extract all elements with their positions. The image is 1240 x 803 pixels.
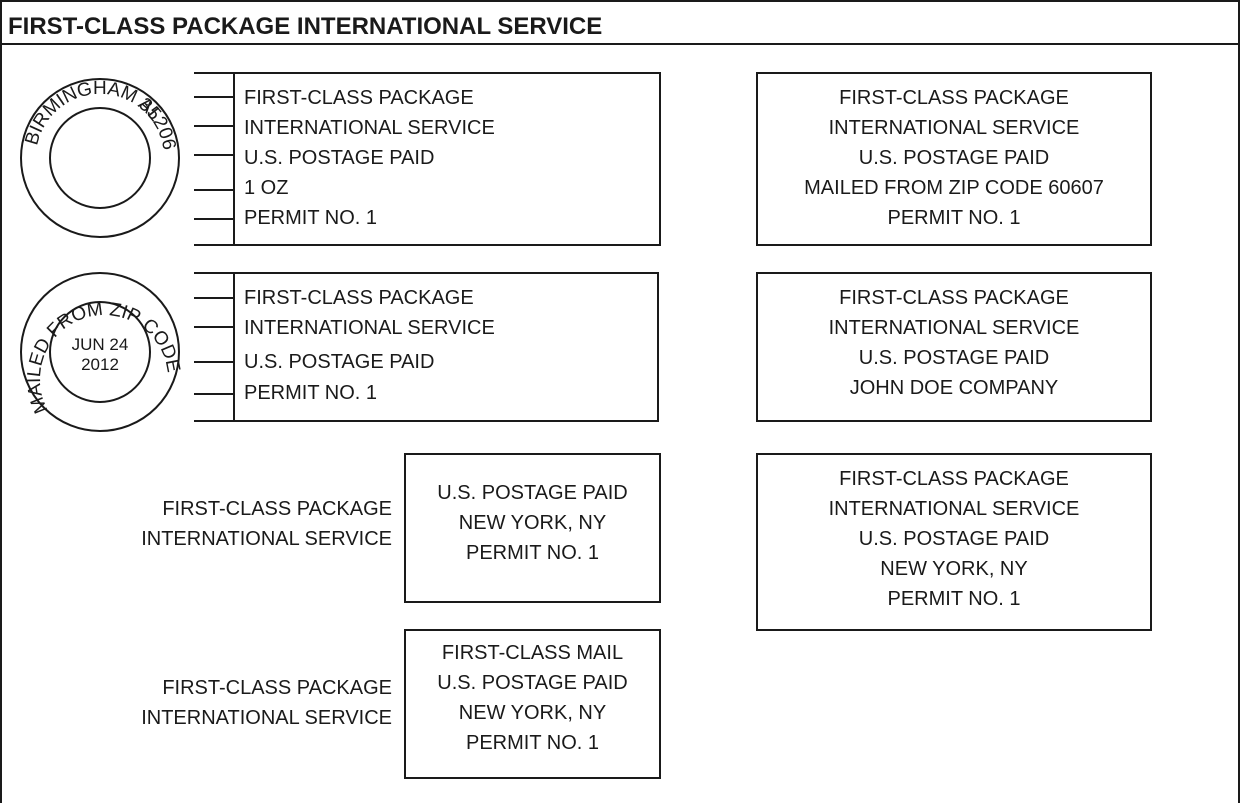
indicia-line: U.S. POSTAGE PAID bbox=[858, 347, 1050, 369]
indicia-line: INTERNATIONAL SERVICE bbox=[828, 117, 1080, 139]
indicia-3-right-edge bbox=[657, 272, 659, 422]
indicia-1-left-edge bbox=[233, 72, 235, 246]
indicia-outside-line: FIRST-CLASS PACKAGE bbox=[162, 498, 392, 520]
postmark-dated: MAILED FROM ZIP CODE 35406 JUN 24 2012 bbox=[18, 270, 182, 432]
indicia-line: INTERNATIONAL SERVICE bbox=[244, 317, 495, 339]
indicia-line: PERMIT NO. 1 bbox=[887, 588, 1021, 610]
leader-line bbox=[194, 125, 234, 127]
leader-line bbox=[194, 218, 234, 220]
indicia-line: PERMIT NO. 1 bbox=[466, 542, 599, 564]
indicia-outside-line: FIRST-CLASS PACKAGE bbox=[162, 677, 392, 699]
leader-line bbox=[194, 393, 234, 395]
postmark-year: 2012 bbox=[81, 355, 119, 374]
leader-line bbox=[194, 189, 234, 191]
indicia-line: FIRST-CLASS PACKAGE bbox=[839, 87, 1069, 109]
indicia-2-box: FIRST-CLASS PACKAGE INTERNATIONAL SERVIC… bbox=[756, 72, 1152, 246]
header-divider bbox=[0, 43, 1240, 45]
indicia-line: U.S. POSTAGE PAID bbox=[858, 147, 1050, 169]
indicia-line: FIRST-CLASS PACKAGE bbox=[244, 87, 474, 109]
indicia-3-bottom-edge bbox=[194, 420, 659, 422]
indicia-line: U.S. POSTAGE PAID bbox=[244, 147, 435, 169]
indicia-line: NEW YORK, NY bbox=[880, 558, 1028, 580]
indicia-5-box: U.S. POSTAGE PAID NEW YORK, NY PERMIT NO… bbox=[404, 453, 661, 603]
indicia-line: PERMIT NO. 1 bbox=[466, 732, 599, 754]
indicia-line: FIRST-CLASS PACKAGE bbox=[839, 287, 1069, 309]
indicia-line: INTERNATIONAL SERVICE bbox=[828, 498, 1080, 520]
indicia-5-outside-text: FIRST-CLASS PACKAGE INTERNATIONAL SERVIC… bbox=[80, 495, 392, 553]
indicia-line: NEW YORK, NY bbox=[458, 512, 607, 534]
indicia-1-right-edge bbox=[659, 72, 661, 246]
indicia-3-top-edge bbox=[194, 272, 659, 274]
indicia-7-outside-text: FIRST-CLASS PACKAGE INTERNATIONAL SERVIC… bbox=[80, 674, 392, 732]
indicia-line: FIRST-CLASS PACKAGE bbox=[839, 468, 1069, 490]
leader-line bbox=[194, 96, 234, 98]
indicia-line: U.S. POSTAGE PAID bbox=[437, 672, 628, 694]
indicia-outside-line: INTERNATIONAL SERVICE bbox=[141, 528, 392, 550]
indicia-line: U.S. POSTAGE PAID bbox=[437, 482, 628, 504]
indicia-1-bottom-edge bbox=[194, 244, 661, 246]
indicia-line: FIRST-CLASS MAIL bbox=[441, 642, 624, 664]
page-title: FIRST-CLASS PACKAGE INTERNATIONAL SERVIC… bbox=[8, 13, 603, 40]
indicia-line: 1 OZ bbox=[244, 177, 289, 199]
leader-line bbox=[194, 361, 234, 363]
indicia-6-box: FIRST-CLASS PACKAGE INTERNATIONAL SERVIC… bbox=[756, 453, 1152, 631]
indicia-line: MAILED FROM ZIP CODE 60607 bbox=[804, 177, 1104, 199]
indicia-line: PERMIT NO. 1 bbox=[887, 207, 1021, 229]
indicia-line: INTERNATIONAL SERVICE bbox=[244, 117, 495, 139]
postmark-birmingham: BIRMINGHAM AL 35206 bbox=[20, 78, 180, 238]
indicia-line: INTERNATIONAL SERVICE bbox=[828, 317, 1080, 339]
indicia-outside-line: INTERNATIONAL SERVICE bbox=[141, 707, 392, 729]
frame-top-border bbox=[0, 0, 1240, 2]
indicia-3-left-edge bbox=[233, 272, 235, 422]
indicia-7-box: FIRST-CLASS MAIL U.S. POSTAGE PAID NEW Y… bbox=[404, 629, 661, 779]
indicia-line: U.S. POSTAGE PAID bbox=[244, 351, 435, 373]
leader-line bbox=[194, 326, 234, 328]
indicia-1-top-edge bbox=[194, 72, 661, 74]
frame-right-border bbox=[1238, 0, 1240, 803]
indicia-line: NEW YORK, NY bbox=[458, 702, 607, 724]
postmark-date: JUN 24 bbox=[72, 335, 129, 354]
leader-line bbox=[194, 297, 234, 299]
indicia-4-box: FIRST-CLASS PACKAGE INTERNATIONAL SERVIC… bbox=[756, 272, 1152, 422]
indicia-line: PERMIT NO. 1 bbox=[244, 207, 377, 229]
leader-line bbox=[194, 154, 234, 156]
indicia-line: U.S. POSTAGE PAID bbox=[858, 528, 1050, 550]
indicia-line: FIRST-CLASS PACKAGE bbox=[244, 287, 474, 309]
indicia-line: JOHN DOE COMPANY bbox=[849, 377, 1059, 399]
indicia-line: PERMIT NO. 1 bbox=[244, 382, 377, 404]
frame-left-border bbox=[0, 0, 2, 803]
